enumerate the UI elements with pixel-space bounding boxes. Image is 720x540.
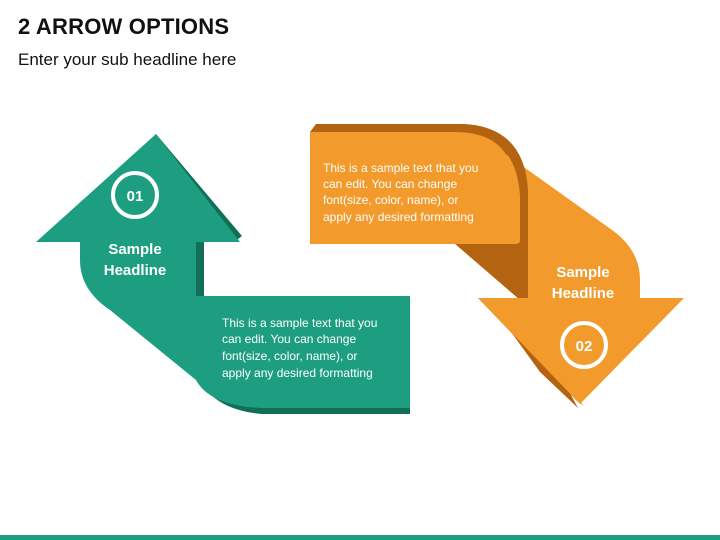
arrow-01-fold — [196, 242, 204, 296]
arrow-02-text-line4: apply any desired formatting — [323, 210, 474, 224]
arrow-02-text-line2: can edit. You can change — [323, 177, 457, 191]
arrow-01-body — [36, 134, 410, 408]
arrow-01-headline-line2: Headline — [104, 262, 167, 279]
arrow-02-headline-line1: Sample — [556, 264, 609, 281]
arrow-01-text-line3: font(size, color, name), or — [222, 349, 357, 363]
arrow-02-number-circle — [560, 321, 608, 369]
arrow-02-top-edge — [310, 124, 528, 298]
arrow-02-text-line1: This is a sample text that you — [323, 161, 478, 175]
arrow-02-headline-line2: Headline — [552, 285, 615, 302]
footer-bar — [0, 535, 720, 540]
arrow-01-number: 01 — [127, 188, 144, 205]
arrow-01: 01 Sample Headline This is a sample text… — [36, 134, 410, 414]
arrow-02-number: 02 — [576, 338, 593, 355]
arrow-01-text-line4: apply any desired formatting — [222, 366, 373, 380]
arrow-01-text-line2: can edit. You can change — [222, 332, 356, 346]
page-subtitle: Enter your sub headline here — [18, 50, 237, 69]
page-title: 2 ARROW OPTIONS — [18, 14, 230, 39]
arrow-02-text-line3: font(size, color, name), or — [323, 193, 458, 207]
arrow-01-number-circle — [111, 171, 159, 219]
arrow-01-text-line1: This is a sample text that you — [222, 316, 377, 330]
arrow-02-body — [310, 132, 684, 404]
arrow-02: 02 Sample Headline This is a sample text… — [310, 124, 684, 408]
arrow-01-headline-line1: Sample — [108, 241, 161, 258]
